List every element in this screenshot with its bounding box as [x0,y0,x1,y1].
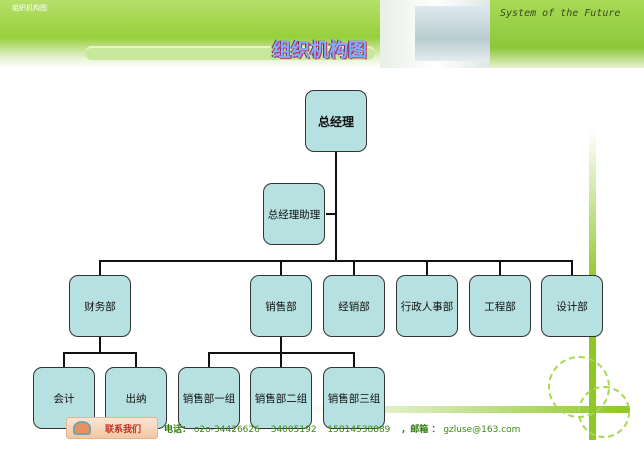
connector [326,213,336,215]
connector [63,352,137,354]
org-node-department: 财务部 [69,275,131,337]
org-node-assistant: 总经理助理 [263,183,325,245]
connector [353,352,355,367]
phone-label: 电话： [164,425,192,435]
contact-us-label: 联系我们 [105,424,142,435]
header-motto: System of the Future [500,8,621,19]
connector [135,352,137,367]
connector [208,352,354,354]
org-node-ceo: 总经理 [305,90,367,152]
header-small-title: 组织机构图 [12,4,47,12]
phone-number: 15814538889 [327,425,391,435]
page-title: 组织机构图 [272,39,368,61]
decor-horizontal-bar [300,406,630,413]
org-node-department: 行政人事部 [396,275,458,337]
phone-number: o2o-34426626 [193,425,260,435]
org-node-finance-child: 会计 [33,367,95,429]
org-node-sales-child: 销售部三组 [323,367,385,429]
contact-us-button[interactable]: 联系我们 [66,417,158,439]
org-node-sales-child: 销售部二组 [250,367,312,429]
org-node-department: 工程部 [469,275,531,337]
org-node-department: 设计部 [541,275,603,337]
email-address[interactable]: gzluse@163.com [443,425,521,435]
connector [63,352,65,367]
connector [499,260,501,275]
telephone-icon [73,421,91,435]
connector [99,260,573,262]
connector [426,260,428,275]
phone-number: 34005192 [270,425,317,435]
connector [99,260,101,275]
connector [99,337,101,353]
connector [335,152,337,261]
org-node-sales-child: 销售部一组 [178,367,240,429]
email-label: ，邮箱 ： [401,425,441,435]
header-banner [0,0,644,68]
contact-info: 电话： o2o-34426626 34005192 15814538889 ，邮… [164,422,520,435]
connector [353,260,355,275]
org-node-department: 销售部 [250,275,312,337]
connector [280,260,282,275]
decor-circle [578,386,630,438]
org-node-department: 经销部 [323,275,385,337]
connector [208,352,210,367]
connector [571,260,573,275]
